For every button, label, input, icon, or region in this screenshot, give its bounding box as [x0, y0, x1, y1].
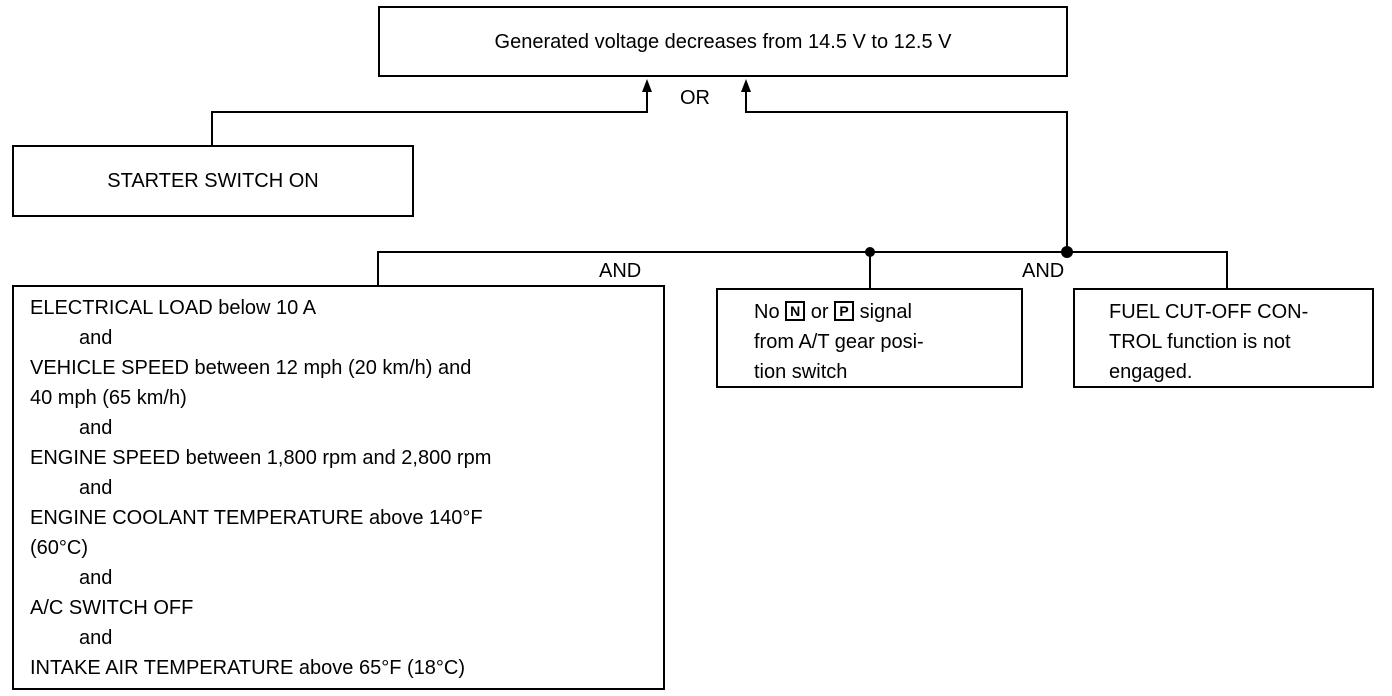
- and-label-left: AND: [599, 260, 642, 282]
- starter-switch-box: STARTER SWITCH ON: [12, 145, 414, 217]
- junction-dot-main: [1061, 246, 1073, 258]
- condition-and-5: and: [79, 627, 113, 649]
- conditions-box: ELECTRICAL LOAD below 10 A and VEHICLE S…: [12, 285, 665, 690]
- gear-signal-suffix: signal: [859, 301, 912, 323]
- condition-and-2: and: [79, 417, 113, 439]
- condition-vehicle-speed: VEHICLE SPEED between 12 mph (20 km/h) a…: [30, 357, 472, 379]
- or-label: OR: [680, 87, 710, 109]
- gear-signal-line-1: No N or P signal: [754, 297, 1021, 327]
- condition-electrical-load: ELECTRICAL LOAD below 10 A: [30, 297, 317, 319]
- and-to-or-line: [745, 90, 1068, 252]
- or-left-arrowhead: [642, 79, 652, 92]
- starter-to-or-line: [211, 90, 648, 145]
- and-bus-line: [377, 251, 1228, 288]
- fuel-cut-line-3: engaged.: [1109, 361, 1193, 383]
- condition-vehicle-speed-cont: 40 mph (65 km/h): [30, 387, 187, 409]
- gear-n-key: N: [785, 301, 806, 321]
- gear-signal-prefix: No: [754, 301, 780, 323]
- condition-intake-air-temp: INTAKE AIR TEMPERATURE above 65°F (18°C): [30, 657, 466, 679]
- or-right-arrowhead: [741, 79, 751, 92]
- gear-signal-line-2: from A/T gear posi-: [754, 331, 924, 353]
- fuel-cut-line-2: TROL function is not: [1109, 331, 1291, 353]
- condition-and-3: and: [79, 477, 113, 499]
- gear-signal-box: No N or P signal from A/T gear posi- tio…: [716, 288, 1023, 388]
- condition-coolant-temp-cont: (60°C): [30, 537, 89, 559]
- gear-signal-line-3: tion switch: [754, 361, 848, 383]
- condition-coolant-temp: ENGINE COOLANT TEMPERATURE above 140°F: [30, 507, 483, 529]
- and-label-right: AND: [1022, 260, 1065, 282]
- gear-p-key: P: [834, 301, 855, 321]
- condition-and-4: and: [79, 567, 113, 589]
- fuel-cut-box: FUEL CUT-OFF CON- TROL function is not e…: [1073, 288, 1374, 388]
- fuel-cut-line-1: FUEL CUT-OFF CON-: [1109, 301, 1309, 323]
- gear-signal-middle: or: [810, 301, 829, 323]
- result-box: Generated voltage decreases from 14.5 V …: [378, 6, 1068, 77]
- result-text: Generated voltage decreases from 14.5 V …: [494, 30, 952, 53]
- condition-and-1: and: [79, 327, 113, 349]
- condition-ac-switch: A/C SWITCH OFF: [30, 597, 194, 619]
- starter-switch-text: STARTER SWITCH ON: [107, 170, 319, 192]
- junction-dot-signal: [865, 247, 875, 257]
- condition-engine-speed: ENGINE SPEED between 1,800 rpm and 2,800…: [30, 447, 492, 469]
